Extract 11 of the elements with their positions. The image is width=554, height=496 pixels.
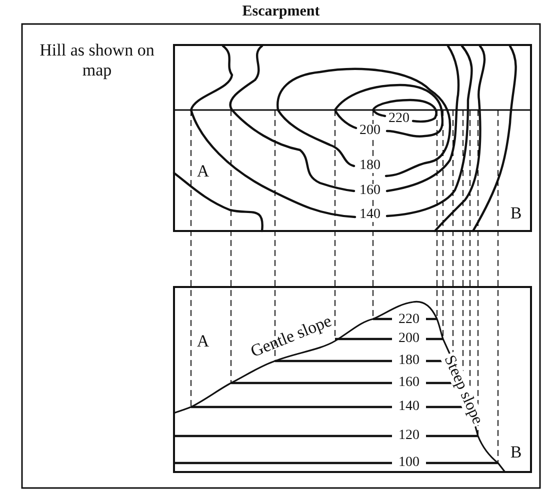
point-label: A: [196, 162, 210, 180]
point-label: B: [510, 444, 522, 460]
diagram-title: Escarpment: [242, 4, 320, 20]
slope-label: Gentle slope: [248, 312, 334, 360]
map-caption: Hill as shown on map: [38, 40, 156, 80]
point-label: B: [510, 204, 522, 222]
contour-value: 180: [358, 159, 382, 173]
point-label: A: [196, 332, 210, 350]
contour-value: 140: [358, 208, 382, 222]
contour-value: 200: [358, 124, 382, 138]
contour-value: 160: [358, 184, 382, 198]
